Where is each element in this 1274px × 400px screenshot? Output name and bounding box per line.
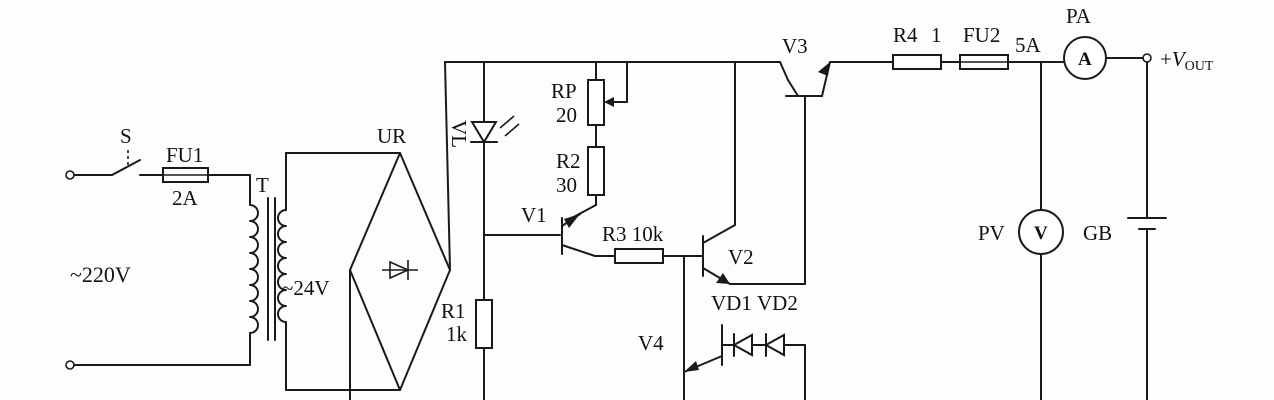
v3-collector	[779, 61, 789, 81]
rp-wiper-arrow	[604, 97, 614, 107]
voltmeter-label: PV	[978, 221, 1005, 245]
bridge-positive-lead	[444, 61, 451, 271]
transistor-v1	[483, 213, 596, 257]
r1-value: 1k	[446, 322, 468, 346]
diodes-and-v4	[683, 255, 806, 400]
r3-label: R3 10k	[602, 222, 664, 246]
switch-blade	[111, 159, 141, 176]
voltmeter-symbol: V	[1034, 223, 1048, 244]
fuse2-rating: 5A	[1015, 33, 1042, 57]
led-triangle	[470, 121, 498, 144]
r1-label: R1	[441, 299, 466, 323]
bridge-label: UR	[377, 124, 406, 148]
v2-label: V2	[728, 245, 754, 269]
r4-label: R4	[893, 23, 918, 47]
resistor-r2	[567, 146, 605, 221]
transformer-label: T	[256, 173, 269, 197]
v2-emitter-arrow	[716, 273, 730, 284]
vd2-triangle	[763, 333, 785, 357]
v3-collector-join	[787, 79, 799, 97]
resistor-r1-body	[475, 299, 493, 349]
led-vl	[470, 61, 520, 301]
ammeter-label: PA	[1066, 4, 1092, 28]
vd1-label: VD1	[711, 291, 752, 315]
fuse1-label: FU1	[166, 143, 203, 167]
v4-label: V4	[638, 331, 664, 355]
battery-label: GB	[1083, 221, 1112, 245]
v4-emitter-arrow	[684, 361, 699, 372]
input-terminal-bottom	[65, 360, 75, 370]
vout-label: +VOUT	[1160, 47, 1214, 74]
resistor-r4	[892, 54, 961, 70]
v1-collector	[561, 244, 596, 257]
fuse1-rating: 2A	[172, 186, 199, 210]
fuse-fu1	[162, 167, 251, 183]
r2-value: 30	[556, 173, 577, 197]
rp-value: 20	[556, 103, 577, 127]
rp-body	[587, 79, 605, 126]
resistor-r2-body	[587, 146, 605, 196]
bridge-diamond	[349, 152, 451, 391]
vd2-label: VD2	[757, 291, 798, 315]
resistor-r3-body	[614, 248, 664, 264]
v1-label: V1	[521, 203, 547, 227]
v3-label: V3	[782, 34, 808, 58]
resistor-r4-body	[892, 54, 942, 70]
secondary-winding	[277, 209, 287, 323]
switch-s	[111, 150, 164, 176]
led-label: VL	[447, 120, 471, 148]
input-terminal-top	[65, 170, 75, 180]
v1-emitter-arrow	[564, 214, 580, 228]
led-ray-2	[504, 123, 520, 137]
mains-input	[65, 170, 251, 370]
voltmeter-pv: V	[1018, 61, 1064, 400]
switch-label: S	[120, 124, 132, 148]
fuse2-label: FU2	[963, 23, 1000, 47]
transistor-v2	[702, 61, 806, 285]
r2-label: R2	[556, 149, 581, 173]
v2-collector	[702, 224, 736, 244]
output-terminal	[1142, 53, 1152, 63]
vd1-triangle	[731, 333, 753, 357]
ammeter-pa: A	[1063, 36, 1152, 80]
primary-winding	[249, 204, 259, 334]
led-ray-1	[499, 115, 515, 129]
battery-gb	[1127, 61, 1167, 400]
rp-label: RP	[551, 79, 577, 103]
secondary-voltage-label: ~24V	[282, 276, 330, 300]
bridge-rectifier-ur	[285, 61, 451, 400]
v3-emitter-arrow	[818, 62, 830, 76]
resistor-r3	[594, 248, 703, 264]
resistor-r1	[475, 299, 493, 400]
transformer-t	[249, 152, 287, 391]
mains-voltage-label: ~220V	[70, 262, 131, 287]
potentiometer-rp	[587, 61, 628, 148]
r4-value: 1	[931, 23, 942, 47]
ammeter-symbol: A	[1078, 49, 1092, 70]
transistor-v3	[779, 61, 894, 97]
fuse-fu2	[959, 54, 1064, 70]
